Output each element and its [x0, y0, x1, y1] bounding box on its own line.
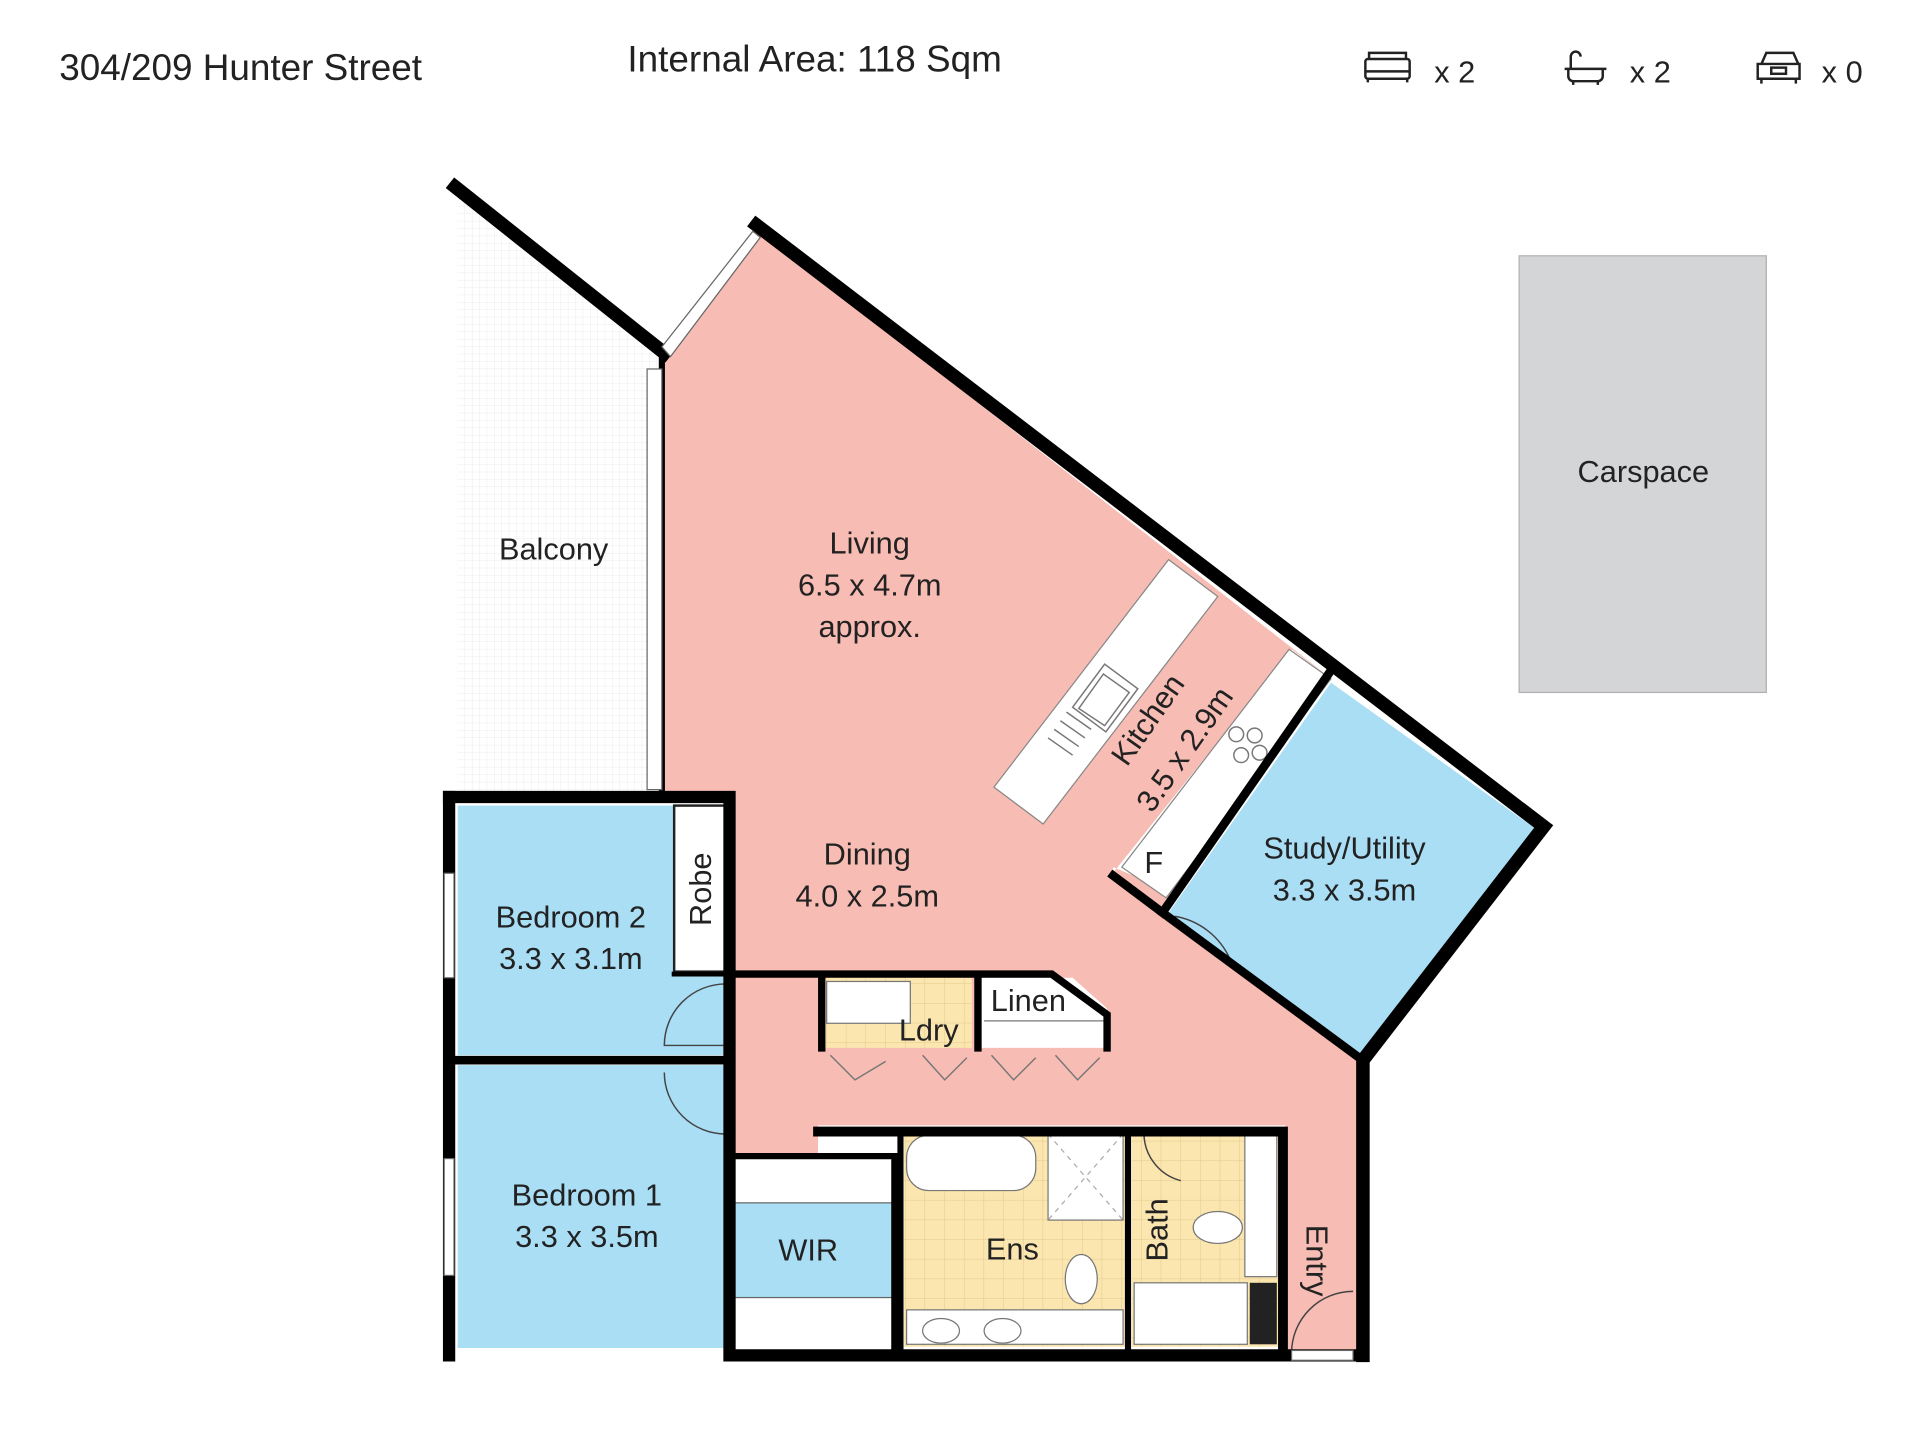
- bath-shower: [1133, 1282, 1248, 1345]
- car-icon: [1756, 51, 1801, 84]
- bedroom-1-area: [457, 1065, 726, 1348]
- dining-label: Dining: [824, 837, 911, 872]
- kitchen-island: [993, 558, 1219, 825]
- bedroom-2-label: Bedroom 2: [496, 899, 646, 934]
- bedroom-2-size: 3.3 x 3.1m: [499, 941, 643, 976]
- laundry-label: Ldry: [899, 1013, 959, 1048]
- ensuite-label: Ens: [986, 1231, 1039, 1266]
- balcony-label: Balcony: [499, 532, 609, 567]
- cupboard-doors: [829, 1054, 1101, 1081]
- balcony-area: [457, 196, 659, 794]
- door-swings: [663, 915, 1354, 1353]
- study-size: 3.3 x 3.5m: [1273, 872, 1417, 907]
- carspace-label: Carspace: [1578, 454, 1710, 489]
- sink-icon: [1047, 663, 1139, 756]
- kitchen-back-counter: [1110, 648, 1332, 899]
- bedroom-1-size: 3.3 x 3.5m: [515, 1219, 659, 1254]
- basin-icon: [983, 1317, 1022, 1344]
- entry-label: Entry: [1299, 1225, 1334, 1297]
- living-label: Living: [830, 525, 910, 560]
- linen-label: Linen: [991, 983, 1066, 1018]
- carspace-area: [1518, 255, 1767, 694]
- basin-icon: [921, 1317, 961, 1344]
- bathroom-count: x 2: [1630, 54, 1671, 89]
- robe-area: [672, 804, 728, 973]
- bedroom-count: x 2: [1434, 54, 1475, 89]
- address-title: 304/209 Hunter Street: [59, 47, 422, 88]
- fridge-label: F: [1144, 845, 1163, 880]
- toilet-icon: [1192, 1210, 1243, 1245]
- living-note: approx.: [818, 609, 921, 644]
- toilet-icon: [1064, 1253, 1098, 1305]
- bathtub: [905, 1134, 1037, 1192]
- living-size: 6.5 x 4.7m: [798, 567, 942, 602]
- laundry-tub: [826, 980, 911, 1024]
- wir-shelf-band: [731, 1202, 895, 1299]
- cooktop-icon: [1228, 726, 1268, 764]
- internal-area: Internal Area: 118 Sqm: [627, 38, 1001, 79]
- bed-icon: [1364, 51, 1411, 83]
- study-label: Study/Utility: [1263, 830, 1426, 865]
- bath-cabinet: [1249, 1282, 1277, 1345]
- bath-label: Bath: [1139, 1198, 1174, 1261]
- bath-vanity: [1244, 1134, 1278, 1278]
- windows: [443, 230, 1354, 1361]
- bathtub-icon: [1564, 50, 1607, 85]
- carspace-count: x 0: [1822, 54, 1863, 89]
- study-area: [1166, 682, 1538, 1056]
- dining-size: 4.0 x 2.5m: [796, 878, 939, 913]
- ensuite-shower: [1047, 1133, 1124, 1221]
- bedroom-1-label: Bedroom 1: [512, 1177, 662, 1212]
- robe-label: Robe: [683, 852, 718, 925]
- wir-label: WIR: [778, 1233, 838, 1268]
